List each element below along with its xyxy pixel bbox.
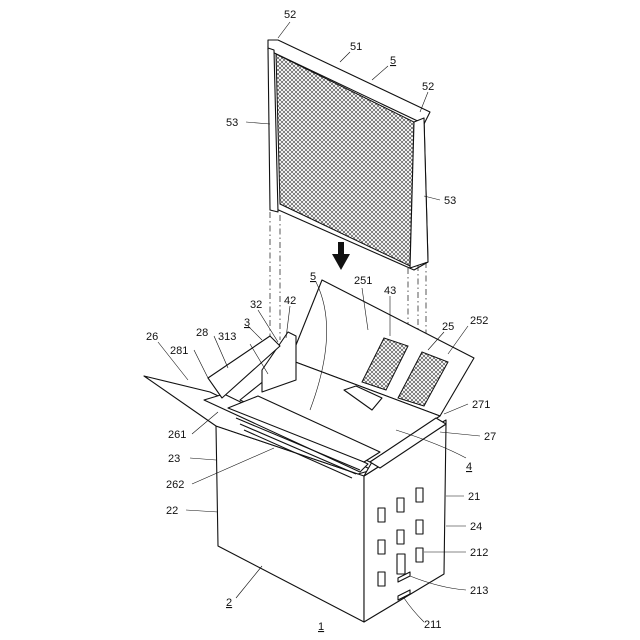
- filter-unit: [268, 40, 430, 270]
- label-281: 281: [170, 345, 188, 357]
- down-arrow-icon: [332, 242, 350, 270]
- label-53-right: 53: [444, 195, 456, 207]
- label-26: 26: [146, 331, 158, 343]
- label-32: 32: [250, 299, 262, 311]
- label-1: 1: [318, 621, 324, 633]
- label-3: 3: [244, 317, 250, 329]
- label-21: 21: [468, 491, 480, 503]
- label-42: 42: [284, 295, 296, 307]
- label-22: 22: [166, 505, 178, 517]
- label-252: 252: [470, 315, 488, 327]
- label-24: 24: [470, 521, 482, 533]
- label-4: 4: [466, 461, 472, 473]
- label-2: 2: [226, 597, 232, 609]
- label-313: 313: [218, 331, 236, 343]
- label-43: 43: [384, 285, 396, 297]
- label-213: 213: [470, 585, 488, 597]
- label-53-left: 53: [226, 117, 238, 129]
- label-211: 211: [424, 619, 442, 631]
- label-51: 51: [350, 41, 362, 53]
- label-262: 262: [166, 479, 184, 491]
- label-28: 28: [196, 327, 208, 339]
- label-27: 27: [484, 431, 496, 443]
- label-251: 251: [354, 275, 372, 287]
- label-52-top: 52: [284, 9, 296, 21]
- label-52-right: 52: [422, 81, 434, 93]
- label-23: 23: [168, 453, 180, 465]
- label-5-filter: 5: [390, 55, 396, 67]
- door: [397, 554, 405, 574]
- label-261: 261: [168, 429, 186, 441]
- label-25: 25: [442, 321, 454, 333]
- label-212: 212: [470, 547, 488, 559]
- label-5-box: 5: [310, 271, 316, 283]
- label-271: 271: [472, 399, 490, 411]
